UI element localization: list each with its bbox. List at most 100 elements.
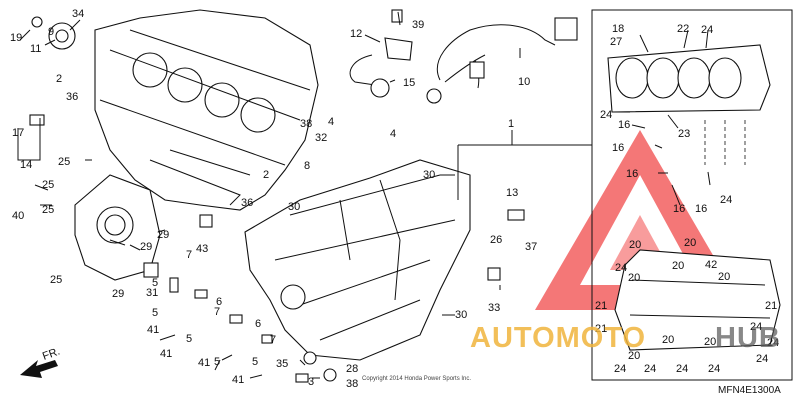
sensor-assembly xyxy=(349,9,413,98)
label-16-c: 16 xyxy=(626,168,638,180)
label-38-a: 38 xyxy=(300,118,312,130)
label-41-b: 41 xyxy=(160,348,172,360)
wire-harness xyxy=(426,17,578,104)
part-labels: 19 11 34 9 2 36 17 14 25 25 25 40 25 29 … xyxy=(10,8,779,390)
front-direction-label: FR. xyxy=(41,345,62,362)
label-20-h: 20 xyxy=(704,336,716,348)
label-20-g: 20 xyxy=(628,350,640,362)
label-19: 19 xyxy=(10,32,22,44)
label-16-d: 16 xyxy=(673,203,685,215)
label-16-a: 16 xyxy=(618,119,630,131)
label-41-d: 41 xyxy=(232,374,244,386)
label-20-d: 20 xyxy=(628,272,640,284)
label-16-b: 16 xyxy=(612,142,624,154)
label-20-a: 20 xyxy=(629,239,641,251)
watermark-text-dark: HUB xyxy=(715,322,781,354)
upper-crankcase xyxy=(94,9,319,211)
label-7-c: 7 xyxy=(270,334,276,346)
label-28: 28 xyxy=(346,363,358,375)
label-24-b: 24 xyxy=(600,109,612,121)
label-20-f: 20 xyxy=(662,334,674,346)
label-16-e: 16 xyxy=(695,203,707,215)
label-25-d: 25 xyxy=(50,274,62,286)
label-24-h: 24 xyxy=(614,363,626,375)
label-7-b: 7 xyxy=(214,306,220,318)
label-36-a: 36 xyxy=(66,91,78,103)
label-24-a: 24 xyxy=(701,24,713,36)
leader-lines xyxy=(17,11,711,379)
front-direction-arrow: FR. xyxy=(20,345,62,378)
label-5-e: 5 xyxy=(252,356,258,368)
label-5-c: 5 xyxy=(186,333,192,345)
label-5-b: 5 xyxy=(152,307,158,319)
label-1: 1 xyxy=(508,118,514,130)
label-24-c: 24 xyxy=(720,194,732,206)
label-27: 27 xyxy=(610,36,622,48)
label-26: 26 xyxy=(490,234,502,246)
label-30-c: 30 xyxy=(455,309,467,321)
label-29-a: 29 xyxy=(157,229,169,241)
label-43: 43 xyxy=(196,243,208,255)
label-20-e: 20 xyxy=(718,271,730,283)
label-25-c: 25 xyxy=(42,204,54,216)
label-24-d: 24 xyxy=(615,262,627,274)
label-29-b: 29 xyxy=(140,241,152,253)
copyright-note: Copyright 2014 Honda Power Sports Inc. xyxy=(362,376,471,382)
label-21-a: 21 xyxy=(595,300,607,312)
watermark-logo: AUTOMOTO HUB xyxy=(470,322,781,354)
label-41-c: 41 xyxy=(198,357,210,369)
label-21-c: 21 xyxy=(595,323,607,335)
label-24-i: 24 xyxy=(644,363,656,375)
label-13: 13 xyxy=(506,187,518,199)
side-cover-plate xyxy=(74,174,161,281)
label-39: 39 xyxy=(412,19,424,31)
label-10: 10 xyxy=(518,76,530,88)
label-35: 35 xyxy=(276,358,288,370)
label-32: 32 xyxy=(315,132,327,144)
label-38-b: 38 xyxy=(346,378,358,390)
label-14: 14 xyxy=(20,159,32,171)
label-30-a: 30 xyxy=(423,169,435,181)
label-6-a: 6 xyxy=(216,296,222,308)
label-37: 37 xyxy=(525,241,537,253)
label-20-c: 20 xyxy=(672,260,684,272)
label-25-a: 25 xyxy=(58,156,70,168)
label-23: 23 xyxy=(678,128,690,140)
label-24-f: 24 xyxy=(767,337,779,349)
label-18: 18 xyxy=(612,23,624,35)
label-41-a: 41 xyxy=(147,324,159,336)
label-24-e: 24 xyxy=(750,321,762,333)
label-40: 40 xyxy=(12,210,24,222)
label-7-a: 7 xyxy=(186,249,192,261)
label-5-d: 5 xyxy=(214,356,220,368)
label-15: 15 xyxy=(403,77,415,89)
label-6-b: 6 xyxy=(255,318,261,330)
label-30-b: 30 xyxy=(288,201,300,213)
label-4-a: 4 xyxy=(328,116,334,128)
label-2: 2 xyxy=(56,73,62,85)
label-24-k: 24 xyxy=(708,363,720,375)
label-9: 9 xyxy=(48,26,54,38)
label-24-j: 24 xyxy=(676,363,688,375)
detail-view-box xyxy=(591,9,793,381)
label-24-g: 24 xyxy=(756,353,768,365)
label-31: 31 xyxy=(146,287,158,299)
lower-crankcase xyxy=(244,159,471,361)
hardware-parts xyxy=(29,16,525,383)
label-8: 8 xyxy=(304,160,310,172)
label-21-b: 21 xyxy=(765,300,777,312)
label-3: 3 xyxy=(308,376,314,388)
label-4-b: 4 xyxy=(390,128,396,140)
label-33: 33 xyxy=(488,302,500,314)
label-34: 34 xyxy=(72,8,84,20)
label-11: 11 xyxy=(30,43,41,55)
label-17: 17 xyxy=(12,127,24,139)
label-2-b: 2 xyxy=(263,169,269,181)
watermark-text-accent: AUTOMOTO xyxy=(470,322,646,354)
label-29-c: 29 xyxy=(112,288,124,300)
label-36-b: 36 xyxy=(241,197,253,209)
label-12: 12 xyxy=(350,28,362,40)
diagram-code: MFN4E1300A xyxy=(718,385,781,396)
label-5-a: 5 xyxy=(152,277,158,289)
